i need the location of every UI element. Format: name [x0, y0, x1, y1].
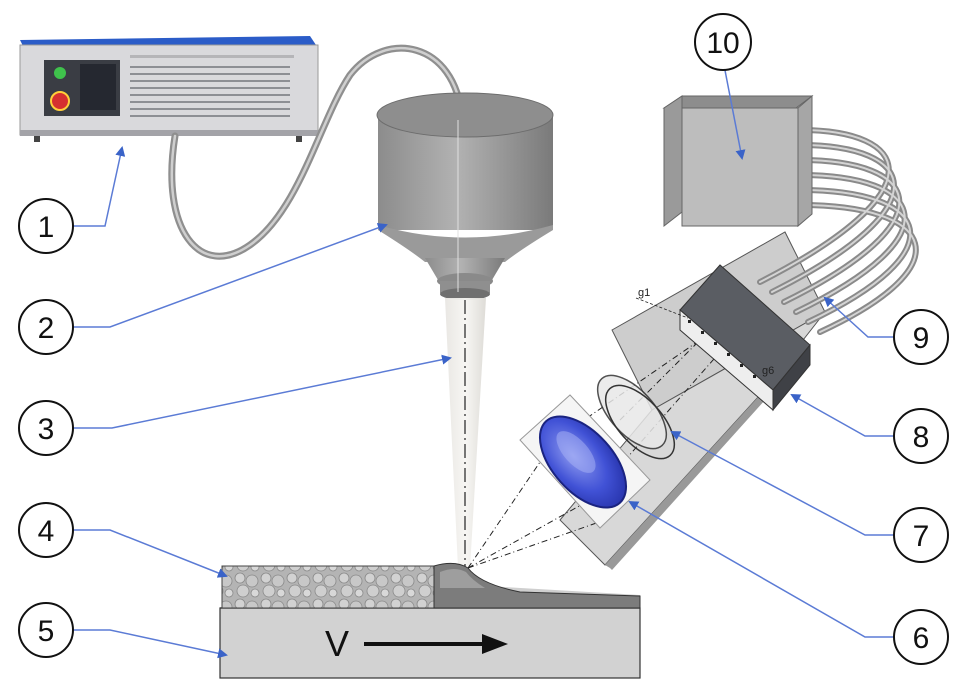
collimating-lens — [596, 374, 676, 460]
callout-2: 2 — [18, 299, 74, 355]
blue-focusing-lens — [538, 415, 628, 509]
callout-9: 9 — [893, 309, 949, 365]
fiber-label-first: g1 — [638, 287, 650, 299]
fiber-array-connector: g1 g6 — [635, 264, 811, 412]
motion-label: V — [325, 623, 349, 664]
powder-layer — [221, 565, 435, 609]
callout-3: 3 — [18, 400, 74, 456]
melt-pool-track — [433, 562, 641, 609]
callout-label-10: 10 — [706, 27, 739, 60]
callout-1: 1 — [18, 198, 74, 254]
callout-label-8: 8 — [913, 421, 930, 454]
motion-direction-indicator: V — [325, 623, 508, 664]
vent-grille — [130, 66, 290, 117]
fiber-bundle — [757, 127, 919, 335]
callout-4: 4 — [18, 502, 74, 558]
callout-label-7: 7 — [913, 520, 930, 553]
callout-7: 7 — [893, 507, 949, 563]
leader-lines — [73, 59, 895, 659]
callout-6: 6 — [893, 609, 949, 665]
callout-label-3: 3 — [38, 413, 55, 446]
green-indicator-icon — [54, 67, 66, 79]
callout-5: 5 — [18, 602, 74, 658]
callout-label-5: 5 — [38, 615, 55, 648]
detector-box — [662, 94, 814, 228]
callout-8: 8 — [893, 408, 949, 464]
laser-head — [376, 92, 554, 300]
fiber-label-last: g6 — [762, 365, 774, 377]
callout-10: 10 — [694, 13, 752, 71]
callout-label-9: 9 — [913, 322, 930, 355]
callout-label-4: 4 — [38, 515, 55, 548]
callout-label-6: 6 — [913, 622, 930, 655]
callout-label-1: 1 — [38, 211, 55, 244]
red-stop-button-icon — [50, 91, 70, 111]
callout-label-2: 2 — [38, 312, 55, 345]
laser-source-unit — [19, 36, 319, 142]
